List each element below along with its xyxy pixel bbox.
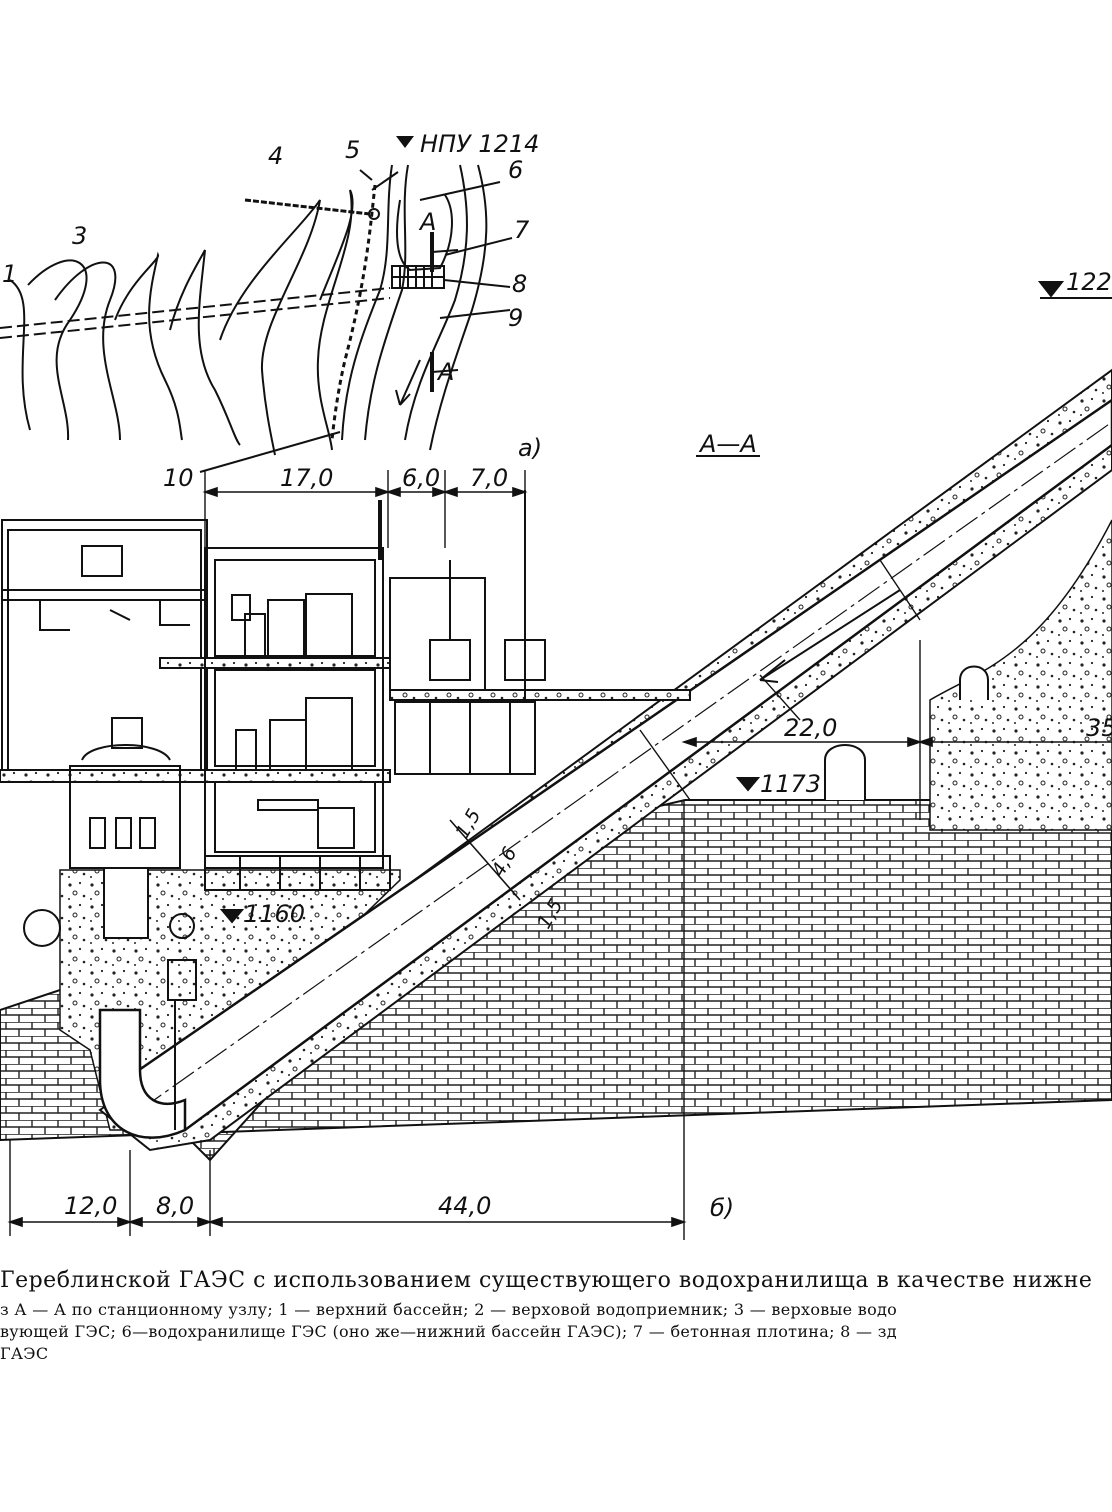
dim-6: 6,0 <box>402 464 440 492</box>
level-1220: 1220 <box>1066 268 1112 296</box>
draft-tube <box>98 1008 187 1139</box>
label-6: 6 <box>508 156 523 184</box>
penstock <box>98 368 1112 1152</box>
label-10: 10 <box>163 464 194 492</box>
dim-17: 17,0 <box>280 464 333 492</box>
label-1: 1 <box>2 260 17 288</box>
label-npu: НПУ 1214 <box>420 130 539 158</box>
label-a-bottom: A <box>436 358 454 386</box>
dim-35: 35 <box>1086 714 1112 742</box>
label-4: 4 <box>268 142 283 170</box>
dim-22: 22,0 <box>784 714 837 742</box>
engineering-drawing: 1 3 4 5 НПУ 1214 6 A 7 8 9 A 10 а) <box>0 130 1112 1240</box>
caption-line-3: ГАЭС <box>0 1344 49 1363</box>
label-7: 7 <box>514 216 530 244</box>
label-8: 8 <box>512 270 527 298</box>
plan-view <box>0 164 513 473</box>
caption-line-1: з А — А по станционному узлу; 1 — верхни… <box>0 1300 898 1319</box>
caption-line-2: вующей ГЭС; 6—водохранилище ГЭС (оно же—… <box>0 1322 897 1341</box>
dimension-lines <box>7 486 1112 1228</box>
plan-labels: 1 3 4 5 НПУ 1214 6 A 7 8 9 A 10 а) <box>2 130 542 492</box>
powerhouse <box>0 455 989 1240</box>
dim-12: 12,0 <box>64 1192 117 1220</box>
level-markers <box>219 281 1112 924</box>
label-5: 5 <box>345 136 360 164</box>
label-a-top: A <box>418 208 436 236</box>
level-1160: 1160 <box>244 900 305 928</box>
level-marker-npu <box>396 136 414 148</box>
label-3: 3 <box>72 222 87 250</box>
dim-44: 44,0 <box>438 1192 491 1220</box>
label-part-a: а) <box>518 434 542 462</box>
dim-8: 8,0 <box>156 1192 194 1220</box>
dim-7: 7,0 <box>470 464 508 492</box>
caption-title: Гереблинской ГАЭС с использованием сущес… <box>0 1268 1093 1293</box>
level-1173: 1173 <box>760 770 821 798</box>
label-part-b: б) <box>710 1194 734 1222</box>
label-9: 9 <box>508 304 523 332</box>
figure-caption: Гереблинской ГАЭС с использованием сущес… <box>0 1268 1112 1408</box>
section-title: А—А <box>698 430 757 458</box>
